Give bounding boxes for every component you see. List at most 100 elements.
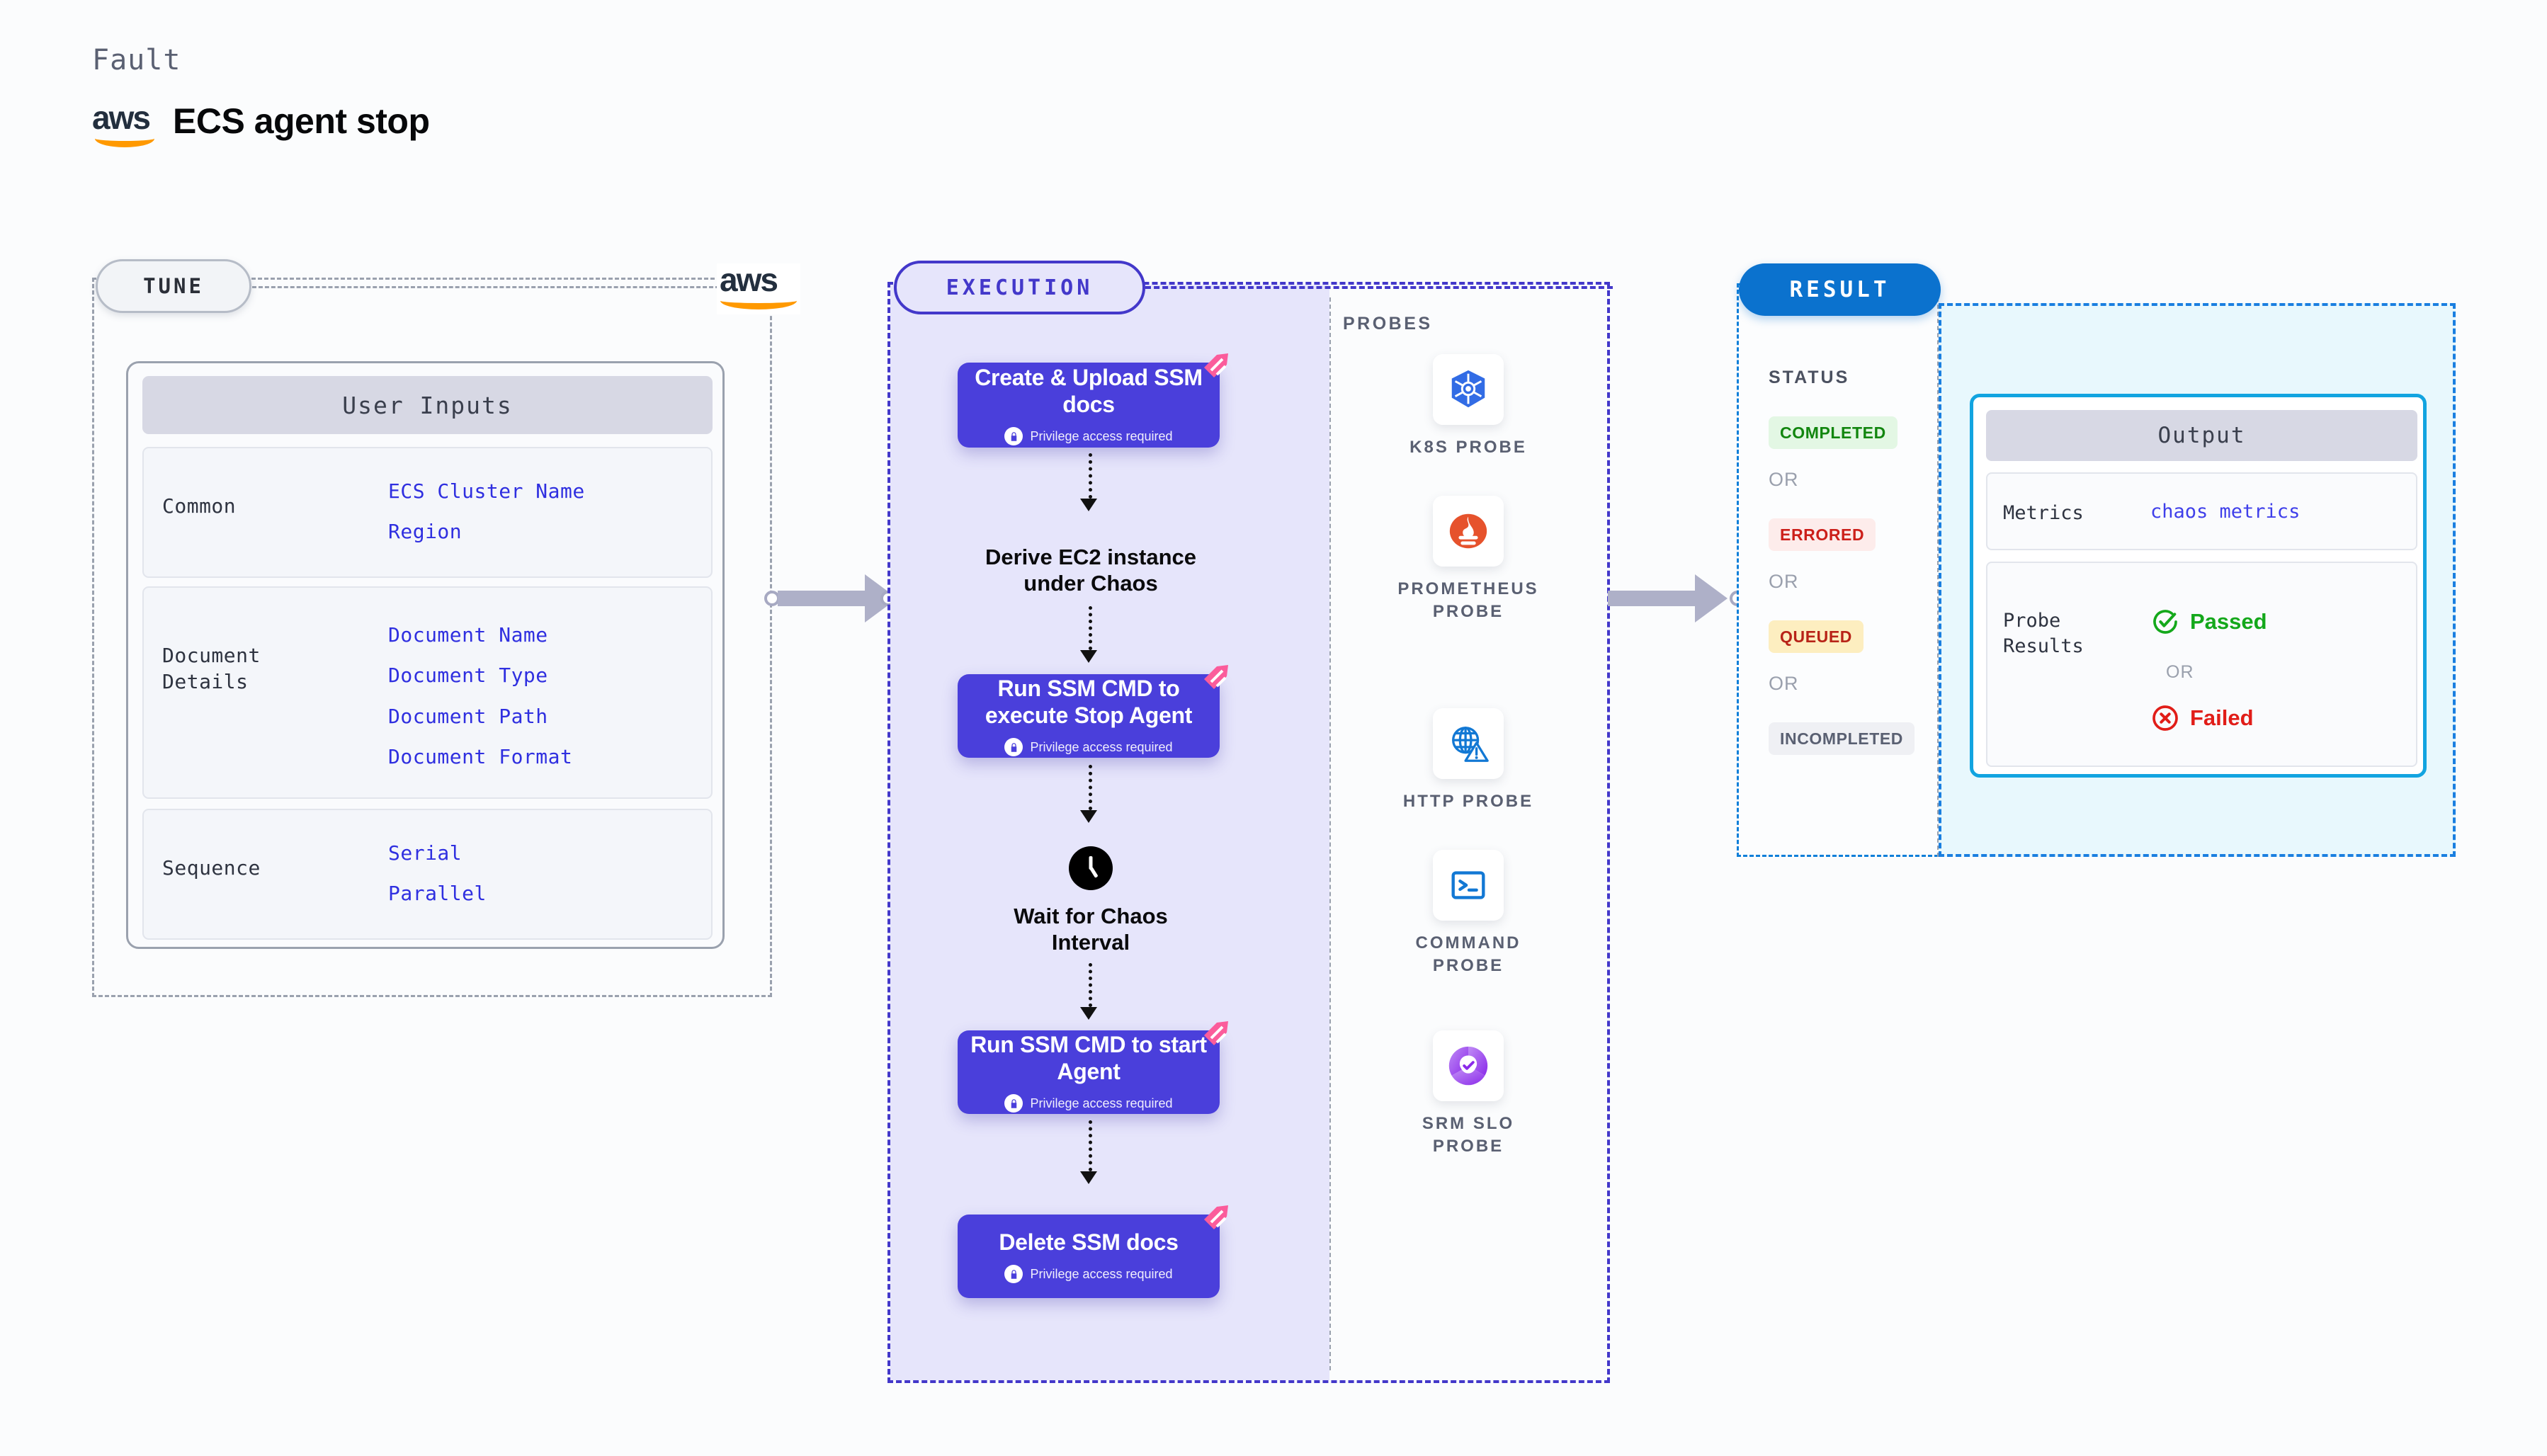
tune-value[interactable]: Document Name — [388, 623, 548, 647]
execution-node-create-upload-ssm-docs[interactable]: Create & Upload SSM docs Privilege acces… — [958, 353, 1228, 448]
flow-connector — [1089, 606, 1092, 650]
flow-arrowhead — [1080, 650, 1097, 663]
status-badge-errored[interactable]: ERRORED — [1769, 518, 1876, 551]
flow-connector — [1089, 1120, 1092, 1171]
execution-inner-panel — [890, 285, 1329, 1380]
execution-probes-divider — [1329, 297, 1331, 1370]
probe-result-text: Failed — [2190, 705, 2254, 730]
tune-value[interactable]: Document Type — [388, 664, 548, 688]
lock-icon — [1004, 1265, 1023, 1284]
tune-group-values: Serial Parallel — [388, 833, 487, 914]
chaos-corner-icon — [1204, 665, 1228, 689]
node-title: Create & Upload SSM docs — [975, 364, 1203, 417]
result-stage-pill[interactable]: RESULT — [1739, 263, 1941, 316]
tune-group-values: Document Name Document Type Document Pat… — [388, 615, 572, 778]
tune-value[interactable]: Region — [388, 520, 463, 544]
tune-group-document-details: Document Details Document Name Document … — [142, 586, 713, 799]
probes-section-label: PROBES — [1343, 314, 1433, 334]
or-separator: OR — [1769, 571, 1799, 592]
node-title: Run SSM CMD to execute Stop Agent — [985, 675, 1193, 728]
node-privilege-text: Privilege access required — [1030, 428, 1173, 443]
page-title: ECS agent stop — [173, 101, 430, 141]
output-row-metrics: Metrics chaos metrics — [1986, 472, 2417, 550]
lock-icon — [1004, 427, 1023, 446]
probe-k8s[interactable]: K8S PROBE — [1387, 354, 1550, 459]
tune-value[interactable]: Document Path — [388, 704, 548, 728]
status-badge-text: COMPLETED — [1780, 423, 1886, 442]
status-label: STATUS — [1769, 368, 1850, 387]
tune-group-sequence: Sequence Serial Parallel — [142, 809, 713, 940]
node-privilege-note: Privilege access required — [1004, 1094, 1173, 1113]
tune-stage-pill[interactable]: TUNE — [96, 259, 251, 313]
execution-stage-pill[interactable]: EXECUTION — [894, 261, 1145, 314]
page-header: Fault aws ECS agent stop — [92, 44, 430, 147]
node-privilege-text: Privilege access required — [1030, 1096, 1173, 1110]
fault-kicker: Fault — [92, 44, 181, 76]
execution-node-run-ssm-stop-agent[interactable]: Run SSM CMD to execute Stop Agent Privil… — [958, 665, 1228, 758]
execution-container — [887, 282, 1610, 1383]
tune-dashed-connector — [252, 286, 720, 288]
output-row-probe-results: Probe Results Passed OR Failed — [1986, 562, 2417, 767]
prometheus-icon — [1433, 496, 1504, 567]
terminal-icon — [1433, 850, 1504, 921]
output-row-label: Metrics — [2003, 502, 2084, 524]
probe-srm-slo[interactable]: SRM SLO PROBE — [1387, 1030, 1550, 1159]
node-privilege-note: Privilege access required — [1004, 738, 1173, 757]
probe-label: COMMAND PROBE — [1415, 933, 1521, 976]
aws-logo-icon: aws — [717, 263, 800, 314]
or-separator: OR — [1769, 673, 1799, 694]
flow-arrowhead — [1080, 1171, 1097, 1184]
node-privilege-note: Privilege access required — [1004, 1265, 1173, 1284]
chaos-corner-icon — [1204, 1021, 1228, 1045]
probe-http[interactable]: HTTP PROBE — [1387, 708, 1550, 813]
output-row-label: Probe Results — [2003, 610, 2084, 658]
probe-result-failed: Failed — [2150, 703, 2254, 733]
flow-connector — [1089, 963, 1092, 1007]
kubernetes-icon — [1433, 354, 1504, 425]
flow-arrowhead — [1080, 810, 1097, 823]
arrow-execution-to-result — [1608, 574, 1728, 622]
probe-prometheus[interactable]: PROMETHEUS PROBE — [1387, 496, 1550, 624]
clock-icon — [1069, 846, 1113, 890]
aws-logo-icon: aws — [92, 101, 157, 147]
probe-result-text: Passed — [2190, 609, 2267, 634]
probe-label: HTTP PROBE — [1402, 792, 1534, 811]
output-row-value[interactable]: chaos metrics — [2150, 501, 2301, 523]
lock-icon — [1004, 1094, 1023, 1113]
node-title: Delete SSM docs — [999, 1229, 1179, 1255]
flow-connector — [1089, 765, 1092, 810]
execution-dashed-connector — [1145, 286, 1613, 289]
status-badge-completed[interactable]: COMPLETED — [1769, 416, 1898, 449]
tune-value[interactable]: Serial — [388, 841, 463, 865]
probe-label: K8S PROBE — [1409, 438, 1527, 457]
execution-node-delete-ssm-docs[interactable]: Delete SSM docs Privilege access require… — [958, 1205, 1228, 1298]
x-circle-icon — [2150, 703, 2180, 733]
probe-label: SRM SLO PROBE — [1422, 1114, 1515, 1156]
tune-group-common: Common ECS Cluster Name Region — [142, 447, 713, 578]
execution-node-run-ssm-start-agent[interactable]: Run SSM CMD to start Agent Privilege acc… — [958, 1021, 1228, 1114]
node-title: Run SSM CMD to start Agent — [970, 1031, 1207, 1084]
output-card: Output Metrics chaos metrics Probe Resul… — [1970, 394, 2427, 778]
tune-group-label: Sequence — [162, 856, 261, 880]
user-inputs-title: User Inputs — [142, 376, 713, 434]
status-badge-text: INCOMPLETED — [1780, 729, 1903, 748]
flow-connector — [1089, 453, 1092, 499]
status-badge-text: QUEUED — [1780, 627, 1853, 646]
lock-icon — [1004, 738, 1023, 757]
probe-command[interactable]: COMMAND PROBE — [1387, 850, 1550, 978]
srm-slo-icon — [1433, 1030, 1504, 1101]
status-badge-text: ERRORED — [1780, 525, 1865, 544]
or-separator: OR — [1769, 469, 1799, 490]
check-circle-icon — [2150, 607, 2180, 637]
chaos-corner-icon — [1204, 1205, 1228, 1229]
node-privilege-note: Privilege access required — [1004, 427, 1173, 446]
tune-value[interactable]: ECS Cluster Name — [388, 479, 585, 503]
tune-value[interactable]: Document Format — [388, 745, 573, 769]
tune-value[interactable]: Parallel — [388, 882, 487, 906]
status-badge-incompleted[interactable]: INCOMPLETED — [1769, 722, 1914, 755]
tune-group-values: ECS Cluster Name Region — [388, 471, 585, 552]
node-privilege-text: Privilege access required — [1030, 1266, 1173, 1281]
output-title: Output — [1986, 410, 2417, 461]
status-badge-queued[interactable]: QUEUED — [1769, 620, 1864, 653]
